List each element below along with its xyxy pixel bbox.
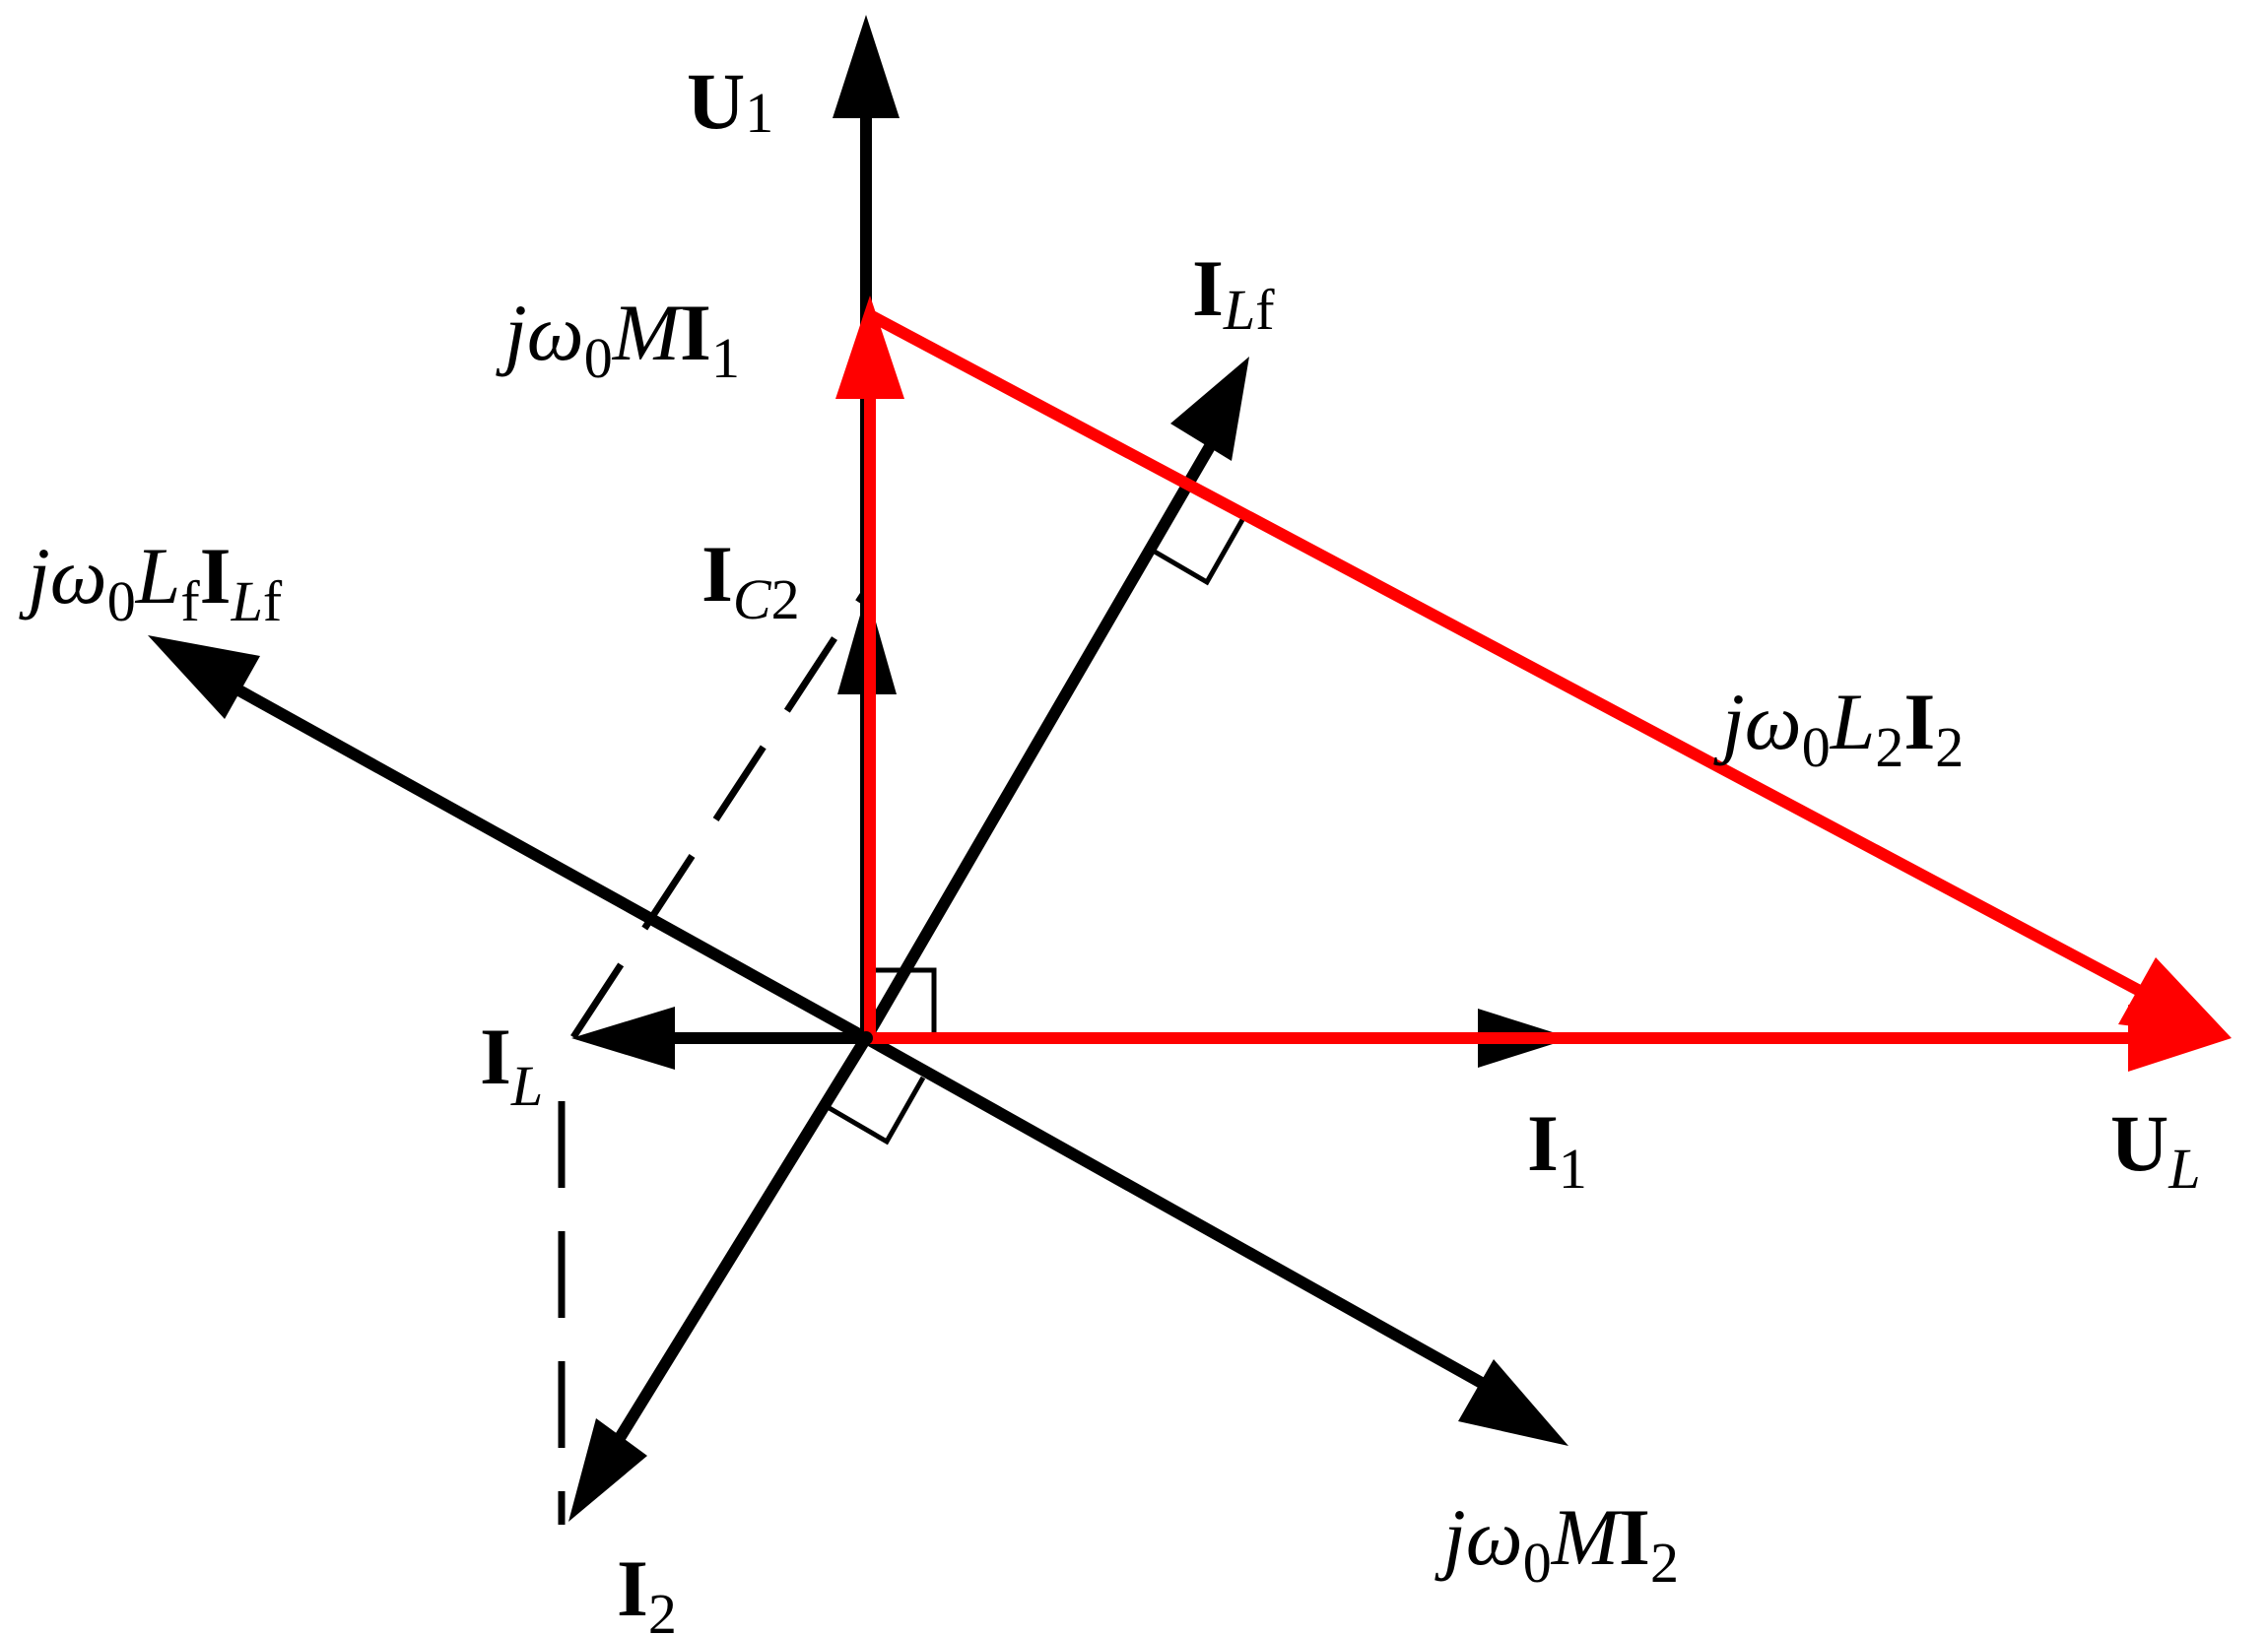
label-jw0lfilf: jω0LfILf: [19, 531, 283, 633]
right-angle-marker-origin: [866, 967, 937, 1038]
phasor-i2-arrowhead: [568, 1418, 647, 1522]
black-arrowheads: [148, 15, 1571, 1522]
label-il: IL: [480, 1012, 543, 1118]
phasor-jw0l2i2-arrowhead: [2118, 957, 2232, 1038]
right-angle-markers: [826, 516, 1246, 1145]
phasor-u1-arrowhead: [833, 15, 900, 118]
label-ic2: IC2: [701, 529, 800, 631]
label-u1: U1: [687, 56, 773, 146]
phasor-ilf-arrowhead: [1170, 357, 1249, 461]
phasor-jw0l2i2-shaft: [867, 309, 2141, 996]
red-phasors: [864, 309, 2141, 1044]
right-angle-marker-i2: [826, 1076, 926, 1145]
red-arrowheads: [835, 295, 2232, 1072]
origin-point: [859, 1031, 873, 1045]
label-ul: UL: [2110, 1098, 2200, 1201]
right-angle-marker-ilf: [1146, 516, 1246, 586]
phasor-ilf-shaft: [860, 414, 1233, 1042]
dashed-line-il-to-ic2: [570, 579, 875, 1039]
phasor-jw0lfilf-shaft: [226, 679, 869, 1044]
label-jw0l2i2: jω0L2I2: [1713, 677, 1964, 779]
label-jw0mi1: jω0MI1: [496, 288, 740, 390]
phasor-il-arrowhead: [571, 1007, 675, 1070]
phasor-jw0mi2-arrowhead: [1458, 1359, 1568, 1446]
phasor-jw0lfilf-arrowhead: [148, 635, 260, 719]
black-phasors: [226, 118, 1499, 1450]
label-ilf: ILf: [1192, 243, 1275, 342]
phasor-jw0mi1-arrowhead: [835, 295, 904, 399]
label-jw0mi2: jω0MI2: [1434, 1492, 1679, 1595]
construction-lines: [558, 579, 875, 1525]
phasor-i2-shaft: [609, 1034, 872, 1450]
label-i1: I1: [1527, 1098, 1587, 1201]
label-i2: I2: [617, 1543, 677, 1636]
phasor-jw0mi2-shaft: [863, 1032, 1499, 1397]
